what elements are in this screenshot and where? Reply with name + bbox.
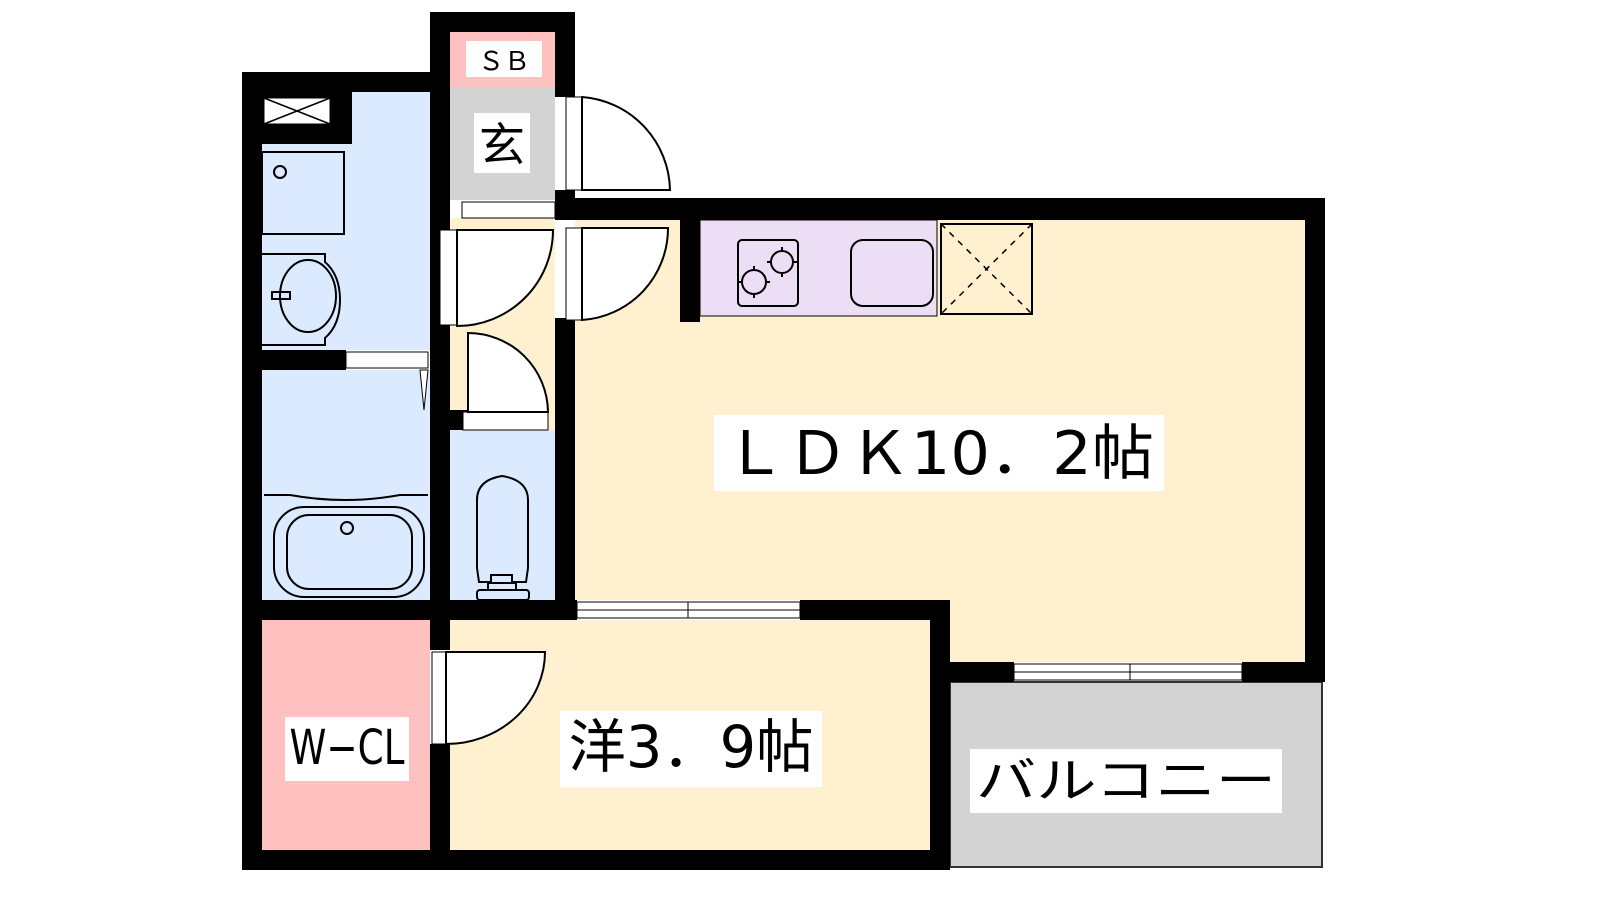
- svg-text:W−CL: W−CL: [290, 720, 405, 776]
- wall-ldk-right: [1305, 198, 1325, 682]
- wall-middle-right: [800, 600, 950, 620]
- washroom-door[interactable]: [439, 229, 555, 328]
- toilet-door[interactable]: [462, 331, 550, 431]
- wall-wash-bath: [262, 350, 346, 370]
- wall-bottom: [242, 850, 950, 870]
- sliding-window-balcony[interactable]: [1013, 663, 1243, 681]
- entrance-label: 玄: [474, 113, 530, 173]
- wall-kitchen-stub: [680, 198, 700, 322]
- western-room-door[interactable]: [431, 651, 547, 746]
- wall-ldk-bottom-right: [1242, 662, 1325, 682]
- bathtub-icon: [264, 494, 428, 598]
- washing-machine-icon: [261, 151, 345, 235]
- toilet-icon: [476, 474, 530, 601]
- balcony-label: バルコニー: [970, 749, 1282, 813]
- wash-basin-icon: [262, 253, 342, 346]
- front-door[interactable]: [565, 95, 672, 191]
- toilet-floor: [450, 430, 555, 600]
- svg-text:玄: 玄: [479, 118, 525, 172]
- bathroom-floor: [262, 370, 430, 600]
- sink-icon: [850, 239, 934, 307]
- wall-left: [242, 72, 262, 870]
- stove-icon: [737, 239, 799, 307]
- wall-genkan-top: [430, 12, 575, 32]
- kitchen-counter: [699, 219, 938, 317]
- wall-ldk-bottom: [930, 662, 1014, 682]
- svg-text:バルコニー: バルコニー: [976, 753, 1276, 809]
- svg-text:洋3．9帖: 洋3．9帖: [569, 713, 814, 781]
- wall-wcl-western: [430, 600, 450, 650]
- entrance-step: [461, 201, 556, 219]
- wall-wcl-western-lower: [430, 744, 450, 870]
- walk-in-closet-label: W−CL: [285, 717, 409, 781]
- svg-text:ＳＢ: ＳＢ: [478, 47, 530, 77]
- ldk-floor-extension: [950, 598, 1305, 662]
- ventilation-icon: [263, 97, 331, 125]
- svg-text:ＬＤＫ10．2帖: ＬＤＫ10．2帖: [724, 419, 1154, 489]
- wall-ldk-top: [555, 198, 1325, 220]
- western-room-label: 洋3．9帖: [560, 711, 822, 787]
- wall-hall-right-lower: [555, 318, 575, 620]
- wall-genkan-right-top: [555, 12, 575, 97]
- sliding-window-western[interactable]: [576, 601, 801, 619]
- ldk-door[interactable]: [565, 227, 670, 322]
- ldk-label: ＬＤＫ10．2帖: [714, 415, 1164, 491]
- wall-middle: [242, 600, 577, 620]
- wall-bath-toilet: [430, 420, 450, 620]
- refrigerator-space-icon: [940, 223, 1033, 315]
- wall-western-right: [930, 600, 950, 870]
- bath-door[interactable]: [345, 351, 429, 411]
- shoe-box-label: ＳＢ: [466, 41, 542, 77]
- walls: [242, 12, 1325, 870]
